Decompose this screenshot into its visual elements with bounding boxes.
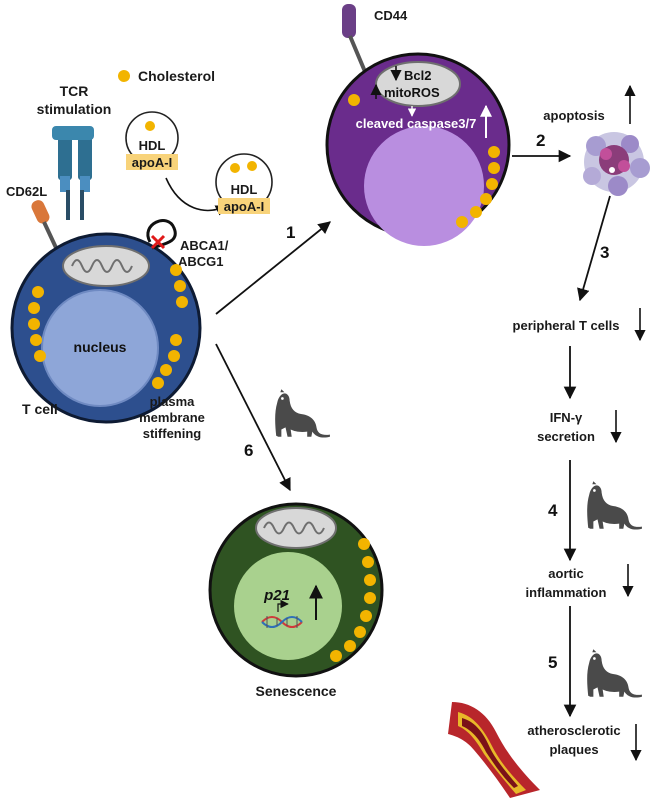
mouse-icon-6 xyxy=(275,389,330,438)
step-4-label: 4 xyxy=(548,501,558,520)
senescent-t-cell: p21 Senescence xyxy=(208,502,384,699)
activated-nucleus xyxy=(364,126,484,246)
plaques-label-line2: plaques xyxy=(549,742,598,757)
apoptotic-body-icon xyxy=(583,132,650,196)
step-3-label: 3 xyxy=(600,243,609,262)
nucleus-label: nucleus xyxy=(74,339,127,355)
aortic-label-line2: inflammation xyxy=(526,585,607,600)
apoa-highlight-1 xyxy=(126,154,178,170)
membrane-label-line1: plasma xyxy=(150,394,196,409)
mouse-icon-5 xyxy=(587,649,642,698)
p21-label: p21 xyxy=(263,587,290,604)
apoa-highlight-2 xyxy=(218,198,270,214)
cholesterol-legend-dot xyxy=(118,70,130,82)
cholesterol-droplets-tcell xyxy=(28,264,188,389)
mitochondrion-icon xyxy=(62,245,150,287)
t-cell-label: T cell xyxy=(22,401,58,417)
senescence-label: Senescence xyxy=(256,683,337,699)
step-5-label: 5 xyxy=(548,653,557,672)
dna-helix-icon xyxy=(261,599,303,628)
hdl-particle-empty: HDL apoA-I xyxy=(125,111,179,170)
activated-t-cell: CD44 Bcl2 mitoROS cleaved caspase3/7 xyxy=(325,4,511,246)
t-cell: TCR stimulation CD62L nucleus ABCA1/ ABC… xyxy=(6,83,229,441)
aortic-label-line1: aortic xyxy=(548,566,583,581)
apoptosis-label: apoptosis xyxy=(543,108,604,123)
plaques-label-line1: atherosclerotic xyxy=(527,723,620,738)
cd62l-receptor xyxy=(31,200,60,253)
nucleus xyxy=(41,289,159,407)
senescent-mitochondrion-icon xyxy=(255,507,337,549)
membrane-label-line2: membrane xyxy=(139,410,205,425)
mouse-icon-4 xyxy=(587,481,642,530)
abca1-abcg1-transporter xyxy=(146,219,177,250)
caspase-label: cleaved caspase3/7 xyxy=(356,116,477,131)
peripheral-t-cells-label: peripheral T cells xyxy=(513,318,620,333)
cholesterol-legend-label: Cholesterol xyxy=(138,68,215,84)
cholesterol-droplets-activated xyxy=(348,94,500,228)
step-2-label: 2 xyxy=(536,131,545,150)
apoa-label-1: apoA-I xyxy=(132,155,172,170)
mitoros-label: mitoROS xyxy=(384,85,440,100)
ifn-label-line2: secretion xyxy=(537,429,595,444)
tcr-label-line2: stimulation xyxy=(37,101,112,117)
cd44-label: CD44 xyxy=(374,8,408,23)
cholesterol-legend: Cholesterol xyxy=(118,68,215,84)
membrane-label-line3: stiffening xyxy=(143,426,202,441)
bcl2-label: Bcl2 xyxy=(404,68,431,83)
hdl-particle-loaded: HDL apoA-I xyxy=(215,153,273,214)
cd44-receptor xyxy=(342,4,368,75)
artery-plaque-icon xyxy=(448,702,540,798)
ifn-label-line1: IFN-γ xyxy=(550,410,583,425)
abca1-label-line1: ABCA1/ xyxy=(180,238,229,253)
hdl-label-2: HDL xyxy=(231,182,258,197)
senescent-nucleus xyxy=(234,552,342,660)
arrow-step-1 xyxy=(215,221,331,315)
cd62l-label: CD62L xyxy=(6,184,47,199)
apoa-label-2: apoA-I xyxy=(224,199,264,214)
arrow-step-6 xyxy=(215,343,291,492)
arrow-step-3 xyxy=(577,195,611,302)
hdl-label-1: HDL xyxy=(139,138,166,153)
step-6-label: 6 xyxy=(244,441,253,460)
tcr-label-line1: TCR xyxy=(60,83,89,99)
step-1-label: 1 xyxy=(286,223,295,242)
tcr-receptor xyxy=(52,126,94,220)
cholesterol-droplets-senescent xyxy=(330,538,376,662)
abca1-label-line2: ABCG1 xyxy=(178,254,224,269)
